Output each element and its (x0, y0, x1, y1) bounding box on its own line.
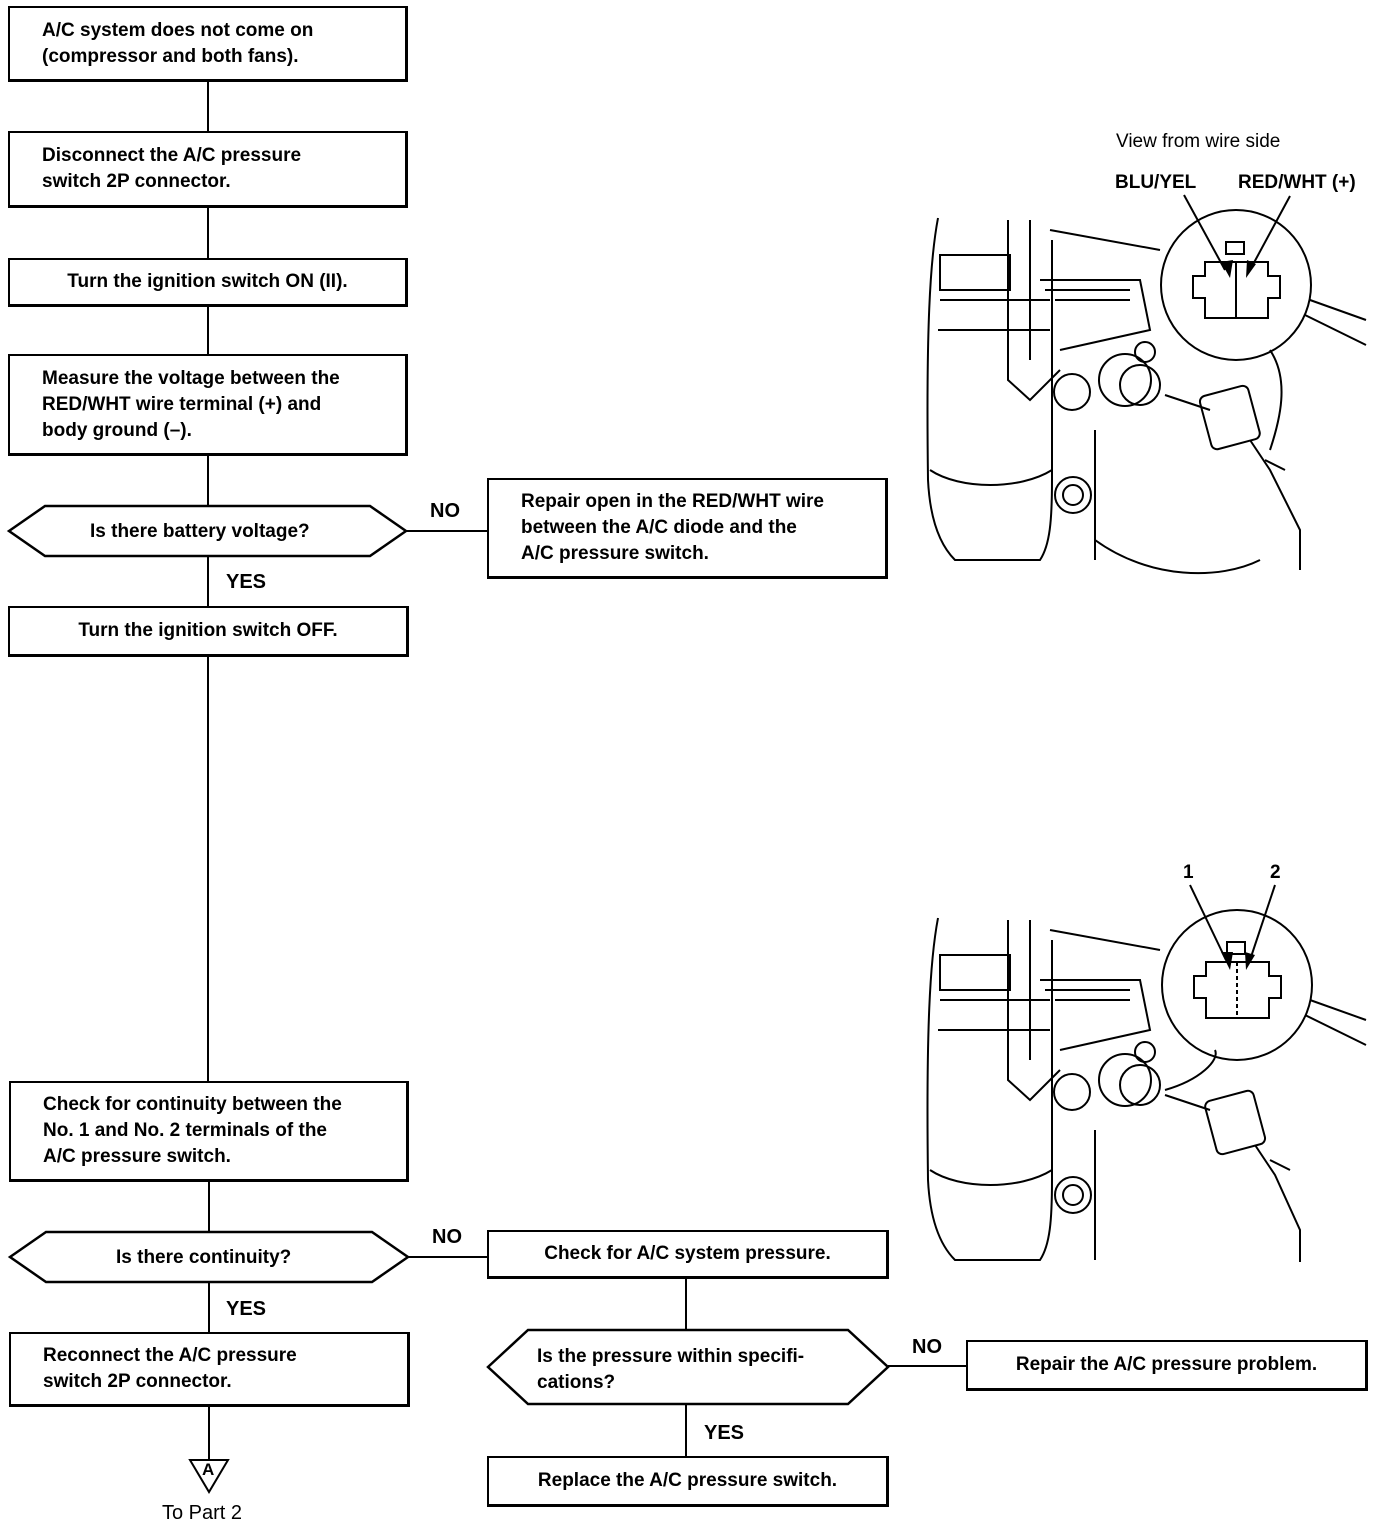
step-check-pressure-text: Check for A/C system pressure. (544, 1243, 831, 1264)
step-start: A/C system does not come on (compressor … (8, 6, 408, 82)
step-repair-open-wire: Repair open in the RED/WHT wire between … (487, 478, 888, 579)
figure2-terminal-2: 2 (1270, 862, 1281, 883)
label-yes-continuity: YES (226, 1298, 267, 1320)
step-ignition-off-text: Turn the ignition switch OFF. (78, 620, 338, 641)
step-measure-voltage: Measure the voltage between the RED/WHT … (8, 354, 408, 456)
step-start-text: A/C system does not come on (compressor … (42, 19, 314, 67)
step-reconnect-connector: Reconnect the A/C pressure switch 2P con… (9, 1332, 410, 1407)
decision-battery-voltage (6, 504, 409, 558)
label-no-battery: NO (430, 500, 460, 522)
figure2-illustration (926, 884, 1367, 1262)
step-replace-switch: Replace the A/C pressure switch. (487, 1456, 889, 1507)
step-check-continuity-text: Check for continuity between the No. 1 a… (43, 1094, 342, 1167)
to-part-2-label: To Part 2 (162, 1502, 243, 1524)
step-reconnect-text: Reconnect the A/C pressure switch 2P con… (43, 1345, 297, 1392)
figure1-wire-blu-yel: BLU/YEL (1115, 172, 1197, 193)
figure2-terminal-1: 1 (1183, 862, 1194, 883)
step-ignition-on: Turn the ignition switch ON (II). (8, 258, 408, 307)
label-no-continuity: NO (432, 1226, 462, 1248)
decision-battery-voltage-text: Is there battery voltage? (90, 521, 310, 542)
label-yes-pressure: YES (704, 1422, 745, 1444)
step-repair-pressure-text: Repair the A/C pressure problem. (1015, 1354, 1318, 1375)
figure1-wire-red-wht: RED/WHT (+) (1238, 172, 1356, 193)
step-check-pressure: Check for A/C system pressure. (487, 1230, 889, 1279)
step-ignition-on-text: Turn the ignition switch ON (II). (67, 271, 348, 292)
offpage-connector-letter: A (202, 1460, 215, 1479)
label-yes-battery: YES (226, 571, 267, 593)
figure1-caption: View from wire side (1116, 131, 1281, 152)
figure1-illustration (926, 194, 1367, 575)
decision-continuity-text: Is there continuity? (116, 1247, 292, 1268)
decision-pressure (486, 1328, 890, 1406)
step-repair-open-text: Repair open in the RED/WHT wire between … (521, 491, 824, 564)
step-ignition-off: Turn the ignition switch OFF. (8, 606, 409, 657)
decision-pressure-text: Is the pressure within specifi- cations? (537, 1346, 805, 1393)
step-replace-switch-text: Replace the A/C pressure switch. (537, 1470, 838, 1491)
offpage-connector-triangle (188, 1459, 230, 1494)
decision-continuity (7, 1230, 411, 1284)
label-no-pressure: NO (912, 1336, 942, 1358)
step-disconnect-text: Disconnect the A/C pressure switch 2P co… (42, 145, 302, 192)
step-disconnect-connector: Disconnect the A/C pressure switch 2P co… (8, 131, 408, 208)
step-measure-text: Measure the voltage between the RED/WHT … (42, 367, 340, 441)
step-repair-pressure-problem: Repair the A/C pressure problem. (966, 1340, 1368, 1391)
step-check-continuity: Check for continuity between the No. 1 a… (9, 1081, 409, 1182)
